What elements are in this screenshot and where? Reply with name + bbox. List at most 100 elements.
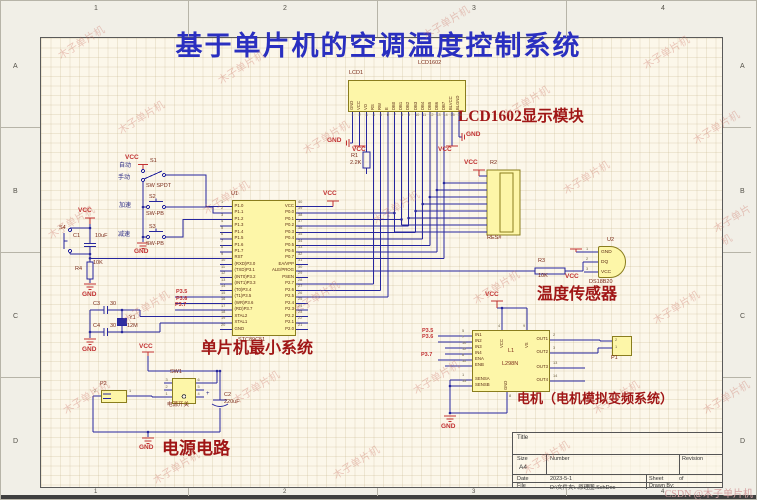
pin-name: P2.6 [285, 286, 294, 292]
zone-tick [0, 377, 40, 378]
mcu-body [232, 200, 296, 336]
size-label: Size [517, 456, 528, 462]
pin-name: IN2 [475, 338, 482, 344]
pin-name: VCC [355, 101, 361, 110]
part-label: 2 [586, 256, 589, 261]
pin-number: 8 [400, 112, 404, 117]
pin-name: P1.4 [234, 228, 244, 234]
drawn-by-label: Drawn By: [649, 483, 675, 489]
zone-tick [0, 252, 40, 253]
pin-name: P2.3 [285, 306, 294, 312]
pin-number: 38 [298, 211, 303, 217]
pin-number: 10 [415, 112, 420, 117]
pin-name: GND [234, 325, 245, 331]
part-label: 2 [94, 388, 97, 393]
part-label: 6 [197, 377, 200, 382]
part-label: 加速 [119, 203, 132, 209]
motor-driver-body [472, 330, 550, 392]
pin-number: 13 [221, 276, 226, 282]
part-label: S3 [149, 224, 156, 230]
pin-name: RST [234, 254, 244, 260]
pin-name: P2.7 [285, 280, 294, 286]
part-label: 1 [165, 391, 168, 396]
pin-name: VCC [601, 269, 612, 275]
connector-p2 [101, 390, 127, 403]
net-label: GND [134, 248, 149, 255]
pin-name: DB2 [405, 101, 411, 110]
pin-name: BLGND [454, 95, 460, 110]
pin-number: 15 [450, 112, 455, 117]
pin-name: DB6 [433, 101, 439, 110]
pin-name: E [384, 107, 390, 110]
part-label: 4 [197, 391, 200, 396]
pin-name: PSEN [282, 273, 294, 279]
part-label: U2 [607, 237, 615, 243]
pin-number: 11 [422, 112, 427, 117]
pin-number: 17 [221, 302, 226, 308]
power-switch-sw1 [172, 378, 196, 404]
zone-tick [0, 127, 40, 128]
zone-col-label: 1 [94, 488, 98, 495]
part-label: 手动 [118, 175, 131, 181]
pin-number: 22 [298, 315, 303, 321]
pin-name: P1.0 [234, 202, 244, 208]
net-label: GND [327, 137, 342, 144]
part-label: 2 [165, 384, 168, 389]
zone-row-label: A [13, 63, 18, 70]
part-label: R4 [75, 266, 83, 272]
pin-name: P2.2 [285, 312, 294, 318]
part-label: 自动 [119, 163, 132, 169]
file-value: D:\文件夹\..原理图.SchDoc [550, 485, 616, 491]
resistor-r4 [86, 261, 94, 280]
pin-name: DQ [601, 259, 609, 265]
zone-tick [188, 488, 189, 496]
pin-number: 13 [436, 112, 441, 117]
pin-name: P1.2 [234, 215, 244, 221]
pin-number: 12 [221, 270, 226, 276]
net-label: VCC [125, 154, 139, 161]
net-label: GND [139, 444, 154, 451]
pin-name: ENA [475, 356, 484, 362]
pin-name: EA/VPP [278, 260, 294, 266]
pin-name: DB5 [426, 101, 432, 110]
pin-number: 14 [553, 373, 558, 379]
file-label: File [517, 483, 526, 489]
pin-number: 16 [221, 296, 226, 302]
zone-tick [566, 488, 567, 496]
sheet-label: Sheet [649, 475, 664, 482]
pin-number: 15 [221, 289, 226, 295]
pin-number: 12 [462, 346, 467, 352]
pin-name: (T0)P3.4 [234, 286, 252, 292]
pin-number: 9 [407, 112, 411, 117]
pin-number: 24 [298, 302, 303, 308]
pin-name: IN3 [475, 344, 482, 350]
zone-tick [723, 252, 751, 253]
pin-name: P1.3 [234, 222, 244, 228]
net-label: VCC [352, 146, 366, 153]
pin-name: P1.6 [234, 241, 244, 247]
part-label: L298N [502, 361, 519, 367]
pin-name: OUT2 [536, 349, 548, 355]
pin-number: 23 [298, 308, 303, 314]
part-label: 10uF [95, 233, 108, 239]
pin-name: VS [524, 342, 529, 348]
pin-name: P2.4 [285, 299, 294, 305]
part-label: Y1 [129, 315, 136, 321]
resistor-r1 [362, 151, 371, 169]
part-label: U1 [231, 191, 239, 197]
pin-number: 8 [221, 244, 224, 250]
pin-name: P1.5 [234, 235, 244, 241]
net-label: P3.6 [422, 334, 434, 340]
pin-name: P0.7 [285, 254, 294, 260]
net-label: P3.6 [176, 295, 188, 302]
pin-number: 9 [221, 250, 224, 256]
net-label: GND [82, 291, 97, 298]
part-label: 1 [586, 246, 589, 251]
pin-number: 16 [457, 112, 462, 117]
resistor-r3 [534, 267, 566, 275]
part-label: R3 [538, 258, 546, 264]
pin-name: IN1 [475, 332, 482, 338]
part-label: 1 [129, 388, 132, 393]
pin-number: 29 [298, 270, 303, 276]
